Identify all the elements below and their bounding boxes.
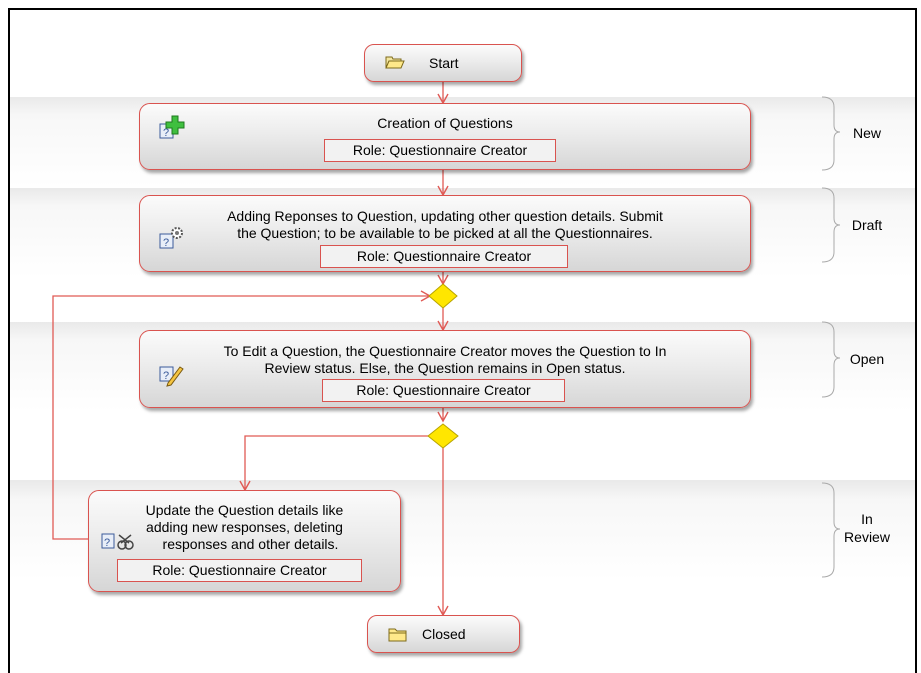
question-edit-icon: ? (158, 361, 188, 390)
svg-text:?: ? (163, 370, 169, 382)
folder-closed-icon (388, 627, 408, 646)
state-open: Open (849, 351, 885, 367)
diagram-frame (8, 8, 917, 673)
step-update-text-line2: adding new responses, deleting (146, 519, 343, 535)
svg-text:?: ? (163, 237, 169, 249)
step-update-role: Role: Questionnaire Creator (117, 559, 362, 582)
step-update-details[interactable]: ? Update the Question details like addin… (88, 490, 401, 592)
svg-text:?: ? (104, 537, 110, 549)
svg-text:?: ? (163, 127, 169, 139)
closed-node[interactable]: Closed (367, 615, 520, 653)
step-edit-question[interactable]: ? To Edit a Question, the Questionnaire … (139, 330, 751, 408)
step-creation-role: Role: Questionnaire Creator (324, 139, 556, 162)
question-add-icon: ? (158, 114, 188, 143)
question-settings-icon: ? (158, 224, 188, 253)
folder-open-icon (385, 54, 405, 73)
step-adding-role: Role: Questionnaire Creator (320, 245, 568, 268)
connector-decision2-to-review (239, 435, 431, 492)
state-in-review-line1: In (861, 511, 873, 527)
bracket-in-review (821, 482, 841, 578)
step-adding-text-line2: the Question; to be available to be pick… (237, 225, 653, 241)
step-edit-text-line2: Review status. Else, the Question remain… (264, 360, 626, 376)
start-node[interactable]: Start (364, 44, 522, 82)
bracket-draft (821, 187, 841, 263)
state-new: New (852, 125, 881, 141)
connector-review-loopback (52, 290, 432, 540)
decision-diamond-1 (428, 283, 458, 309)
state-in-review-line2: Review (844, 529, 890, 545)
step-adding-text-line1: Adding Reponses to Question, updating ot… (227, 208, 663, 224)
step-creation-text: Creation of Questions (377, 115, 513, 131)
step-update-text-line1: Update the Question details like (145, 502, 344, 518)
bracket-new (821, 96, 841, 171)
closed-label: Closed (422, 626, 466, 642)
decision-diamond-2 (427, 423, 459, 449)
step-edit-role: Role: Questionnaire Creator (322, 379, 565, 402)
step-update-text-line3: responses and other details. (162, 536, 339, 552)
state-draft: Draft (851, 217, 883, 233)
start-label: Start (429, 55, 459, 71)
step-edit-text-line1: To Edit a Question, the Questionnaire Cr… (223, 343, 667, 359)
bracket-open (821, 321, 841, 398)
question-tools-icon: ? (101, 531, 135, 556)
step-creation-of-questions[interactable]: ? Creation of Questions Role: Questionna… (139, 103, 751, 170)
step-adding-responses[interactable]: ? Adding Reponses to Question, updating … (139, 195, 751, 272)
